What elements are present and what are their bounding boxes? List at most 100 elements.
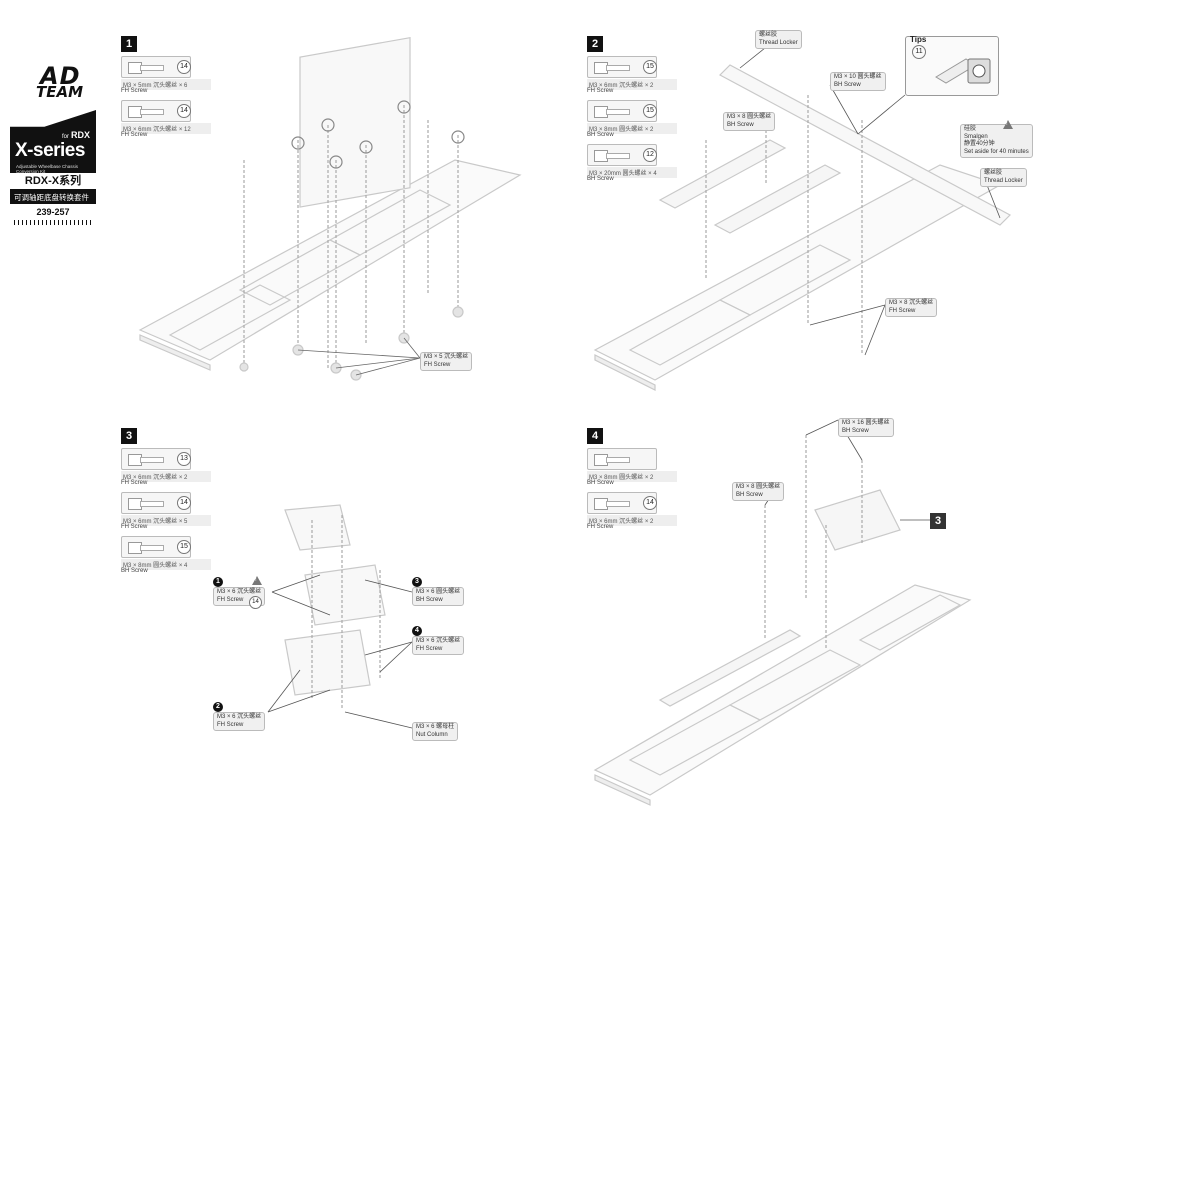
- part-item: 15 M3 × 8mm 圆头螺丝 × 2 BH Screw: [587, 100, 677, 144]
- model-cn: RDX-X系列: [10, 173, 96, 189]
- callout-spec: M3 × 6 沉头螺丝: [416, 638, 461, 644]
- part-type: FH Screw: [121, 88, 148, 94]
- tips-label: Tips: [910, 35, 927, 44]
- part-qty: 14: [643, 496, 657, 510]
- screw-icon: [587, 144, 657, 166]
- callout-spec: M3 × 8 沉头螺丝: [889, 300, 934, 306]
- callout-spec: M3 × 6 沉头螺丝: [217, 714, 262, 720]
- screw-icon: [121, 100, 191, 122]
- part-qty: 14: [177, 104, 191, 118]
- callout-spec: M3 × 8 圆头螺丝: [727, 114, 772, 120]
- step-3-callout-1-qty: 14: [249, 596, 262, 609]
- note-line2: Smalgen: [964, 133, 988, 140]
- step-4-ref-step-badge: 3: [930, 513, 946, 529]
- part-item: 12 M3 × 20mm 圆头螺丝 × 4 BH Screw: [587, 144, 677, 188]
- step-3-marker-2: 2: [213, 702, 223, 712]
- part-item: 14 M3 × 6mm 沉头螺丝 × 2 FH Screw: [587, 492, 677, 536]
- part-item: 13 M3 × 6mm 沉头螺丝 × 2 FH Screw: [121, 448, 211, 492]
- callout-type: FH Screw: [217, 596, 244, 603]
- part-qty: 15: [643, 60, 657, 74]
- callout-spec: M3 × 6 螺母柱: [416, 724, 455, 730]
- callout-spec: M3 × 10 圆头螺丝: [834, 74, 882, 80]
- part-qty: 14: [177, 496, 191, 510]
- logo-line2: TEAM: [36, 82, 84, 101]
- step-3-parts-list: 13 M3 × 6mm 沉头螺丝 × 2 FH Screw 14 M3 × 6m…: [121, 448, 211, 580]
- callout-type: BH Screw: [736, 491, 763, 498]
- step-3-marker-1: 1: [213, 577, 223, 587]
- step-3-callout-2: M3 × 6 沉头螺丝 FH Screw: [213, 712, 266, 731]
- step-3-marker-3: 3: [412, 577, 422, 587]
- step-3-callout-3: M3 × 6 圆头螺丝 BH Screw: [412, 587, 465, 606]
- callout-spec: 螺丝胶: [984, 170, 1003, 176]
- warning-icon: [1003, 120, 1013, 129]
- series-subtitle: Adjustable Wheelbase Chassis Conversion …: [16, 164, 79, 174]
- part-spec: M3 × 6mm 沉头螺丝 × 2: [121, 471, 211, 482]
- step-2-callout-bh-screw-8: M3 × 8 圆头螺丝 BH Screw: [723, 112, 776, 131]
- screw-icon: [587, 56, 657, 78]
- callout-type: BH Screw: [834, 81, 861, 88]
- part-item: 15 M3 × 6mm 沉头螺丝 × 2 FH Screw: [587, 56, 677, 100]
- callout-spec: M3 × 8 圆头螺丝: [736, 484, 781, 490]
- step-1-callout-fh-screw: M3 × 5 沉头螺丝 FH Screw: [420, 352, 473, 371]
- note-line4: Set aside for 40 minutes: [964, 148, 1029, 155]
- screw-icon: [121, 492, 191, 514]
- step-1-parts-list: 14 M3 × 5mm 沉头螺丝 × 6 FH Screw 14 M3 × 6m…: [121, 56, 211, 144]
- callout-type: Thread Locker: [759, 39, 798, 46]
- screw-icon: [121, 448, 191, 470]
- part-qty: 13: [177, 452, 191, 466]
- part-spec: M3 × 5mm 沉头螺丝 × 6: [121, 79, 211, 90]
- step-2-badge: 2: [587, 36, 603, 52]
- step-3-badge: 3: [121, 428, 137, 444]
- step-4-callout-bh-screw-8: M3 × 8 圆头螺丝 BH Screw: [732, 482, 785, 501]
- kit-cn: 可调轴距底盘转换套件: [14, 193, 89, 202]
- wheelbase-range-text: 239-257: [36, 207, 70, 217]
- part-qty: 14: [177, 60, 191, 74]
- step-1-badge: 1: [121, 36, 137, 52]
- part-type: BH Screw: [121, 568, 148, 574]
- part-type: FH Screw: [587, 88, 614, 94]
- step1-chassis-drawing: [138, 37, 522, 381]
- step2-chassis-drawing: [593, 39, 1011, 391]
- for-model-name: RDX: [70, 130, 90, 140]
- part-qty: 15: [177, 540, 191, 554]
- step-2-callout-fh-screw-8: M3 × 8 沉头螺丝 FH Screw: [885, 298, 938, 317]
- step-3-callout-4: M3 × 6 沉头螺丝 FH Screw: [412, 636, 465, 655]
- part-type: BH Screw: [587, 176, 614, 182]
- warning-icon: [252, 576, 262, 585]
- logo-line1: AD: [40, 62, 81, 90]
- part-spec: M3 × 6mm 沉头螺丝 × 5: [121, 515, 211, 526]
- part-spec: M3 × 6mm 沉头螺丝 × 12: [121, 123, 211, 134]
- callout-spec: 螺丝胶: [759, 32, 778, 38]
- part-item: M3 × 8mm 圆头螺丝 × 2 BH Screw: [587, 448, 677, 492]
- callout-type: Nut Column: [416, 731, 448, 738]
- screw-icon: [587, 492, 657, 514]
- note-line1: 硅胶: [964, 126, 977, 132]
- step-3-callout-nut-column: M3 × 6 螺母柱 Nut Column: [412, 722, 459, 741]
- note-line3: 静置40分钟: [964, 141, 995, 147]
- callout-type: Thread Locker: [984, 177, 1023, 184]
- part-type: FH Screw: [121, 480, 148, 486]
- tips-illustration-icon: [935, 58, 991, 84]
- part-type: BH Screw: [587, 132, 614, 138]
- tips-qty: 11: [912, 45, 926, 59]
- callout-type: BH Screw: [727, 121, 754, 128]
- callout-spec: M3 × 6 圆头螺丝: [416, 589, 461, 595]
- step-4-parts-list: M3 × 8mm 圆头螺丝 × 2 BH Screw 14 M3 × 6mm 沉…: [587, 448, 677, 536]
- step-2-note-silicone: 硅胶 Smalgen 静置40分钟 Set aside for 40 minut…: [960, 124, 1033, 158]
- part-item: 14 M3 × 6mm 沉头螺丝 × 5 FH Screw: [121, 492, 211, 536]
- part-spec: M3 × 20mm 圆头螺丝 × 4: [587, 167, 677, 178]
- step3-assembly-drawing: [267, 504, 413, 729]
- callout-type: FH Screw: [889, 307, 916, 314]
- part-type: FH Screw: [121, 132, 148, 138]
- callout-spec: M3 × 16 圆头螺丝: [842, 420, 890, 426]
- callout-type: BH Screw: [416, 596, 443, 603]
- step4-chassis-drawing: [593, 419, 972, 806]
- step-2-callout-bh-screw-10: M3 × 10 圆头螺丝 BH Screw: [830, 72, 886, 91]
- screw-icon: [121, 536, 191, 558]
- for-small: for: [61, 134, 69, 140]
- part-spec: M3 × 6mm 沉头螺丝 × 2: [587, 515, 677, 526]
- wheelbase-range: 239-257: [10, 204, 96, 230]
- step-3-marker-4: 4: [412, 626, 422, 636]
